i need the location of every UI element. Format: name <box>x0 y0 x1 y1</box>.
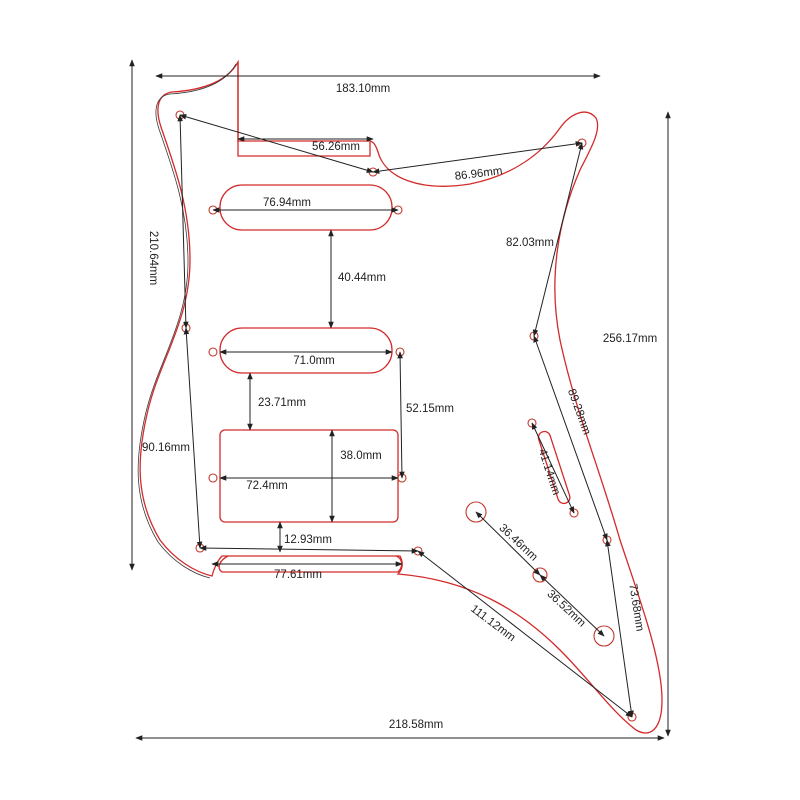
label-right-mid-span: 89.28mm <box>565 387 593 436</box>
label-overall-width-bottom: 218.58mm <box>389 719 443 731</box>
label-overall-width-top: 183.10mm <box>336 83 390 95</box>
label-pickup-gap2: 23.71mm <box>258 397 306 409</box>
dimension-labels: 183.10mm 56.26mm 86.96mm 76.94mm 40.44mm… <box>142 83 657 731</box>
bottom-slot <box>218 555 403 573</box>
label-switch-slot: 41.14mm <box>536 447 562 496</box>
label-right-span: 52.15mm <box>406 403 454 415</box>
label-left-height: 210.64mm <box>147 231 159 285</box>
label-right-upper-span: 82.03mm <box>506 237 554 249</box>
pickup-humbucker-cutout <box>219 429 399 523</box>
label-pickup1-width: 76.94mm <box>263 197 311 209</box>
dimension-lines <box>129 59 671 741</box>
label-knob2: 36.52mm <box>544 588 587 629</box>
pickguard-outline <box>137 59 663 734</box>
label-humbucker-width: 72.4mm <box>246 480 288 492</box>
label-neck-pocket: 56.26mm <box>312 141 360 153</box>
label-knob1: 36.46mm <box>496 522 539 563</box>
label-overall-height-right: 256.17mm <box>603 333 657 345</box>
label-right-lower-span: 73.68mm <box>626 583 645 632</box>
label-humbucker-height: 38.0mm <box>340 450 382 462</box>
label-left-span: 90.16mm <box>142 442 190 454</box>
label-pickup-gap1: 40.44mm <box>338 272 386 284</box>
label-upper-right: 86.96mm <box>454 165 503 183</box>
label-lower-gap: 12.93mm <box>284 534 332 546</box>
label-bottom-cut: 77.61mm <box>274 569 322 581</box>
label-pickup2-width: 71.0mm <box>293 355 335 367</box>
